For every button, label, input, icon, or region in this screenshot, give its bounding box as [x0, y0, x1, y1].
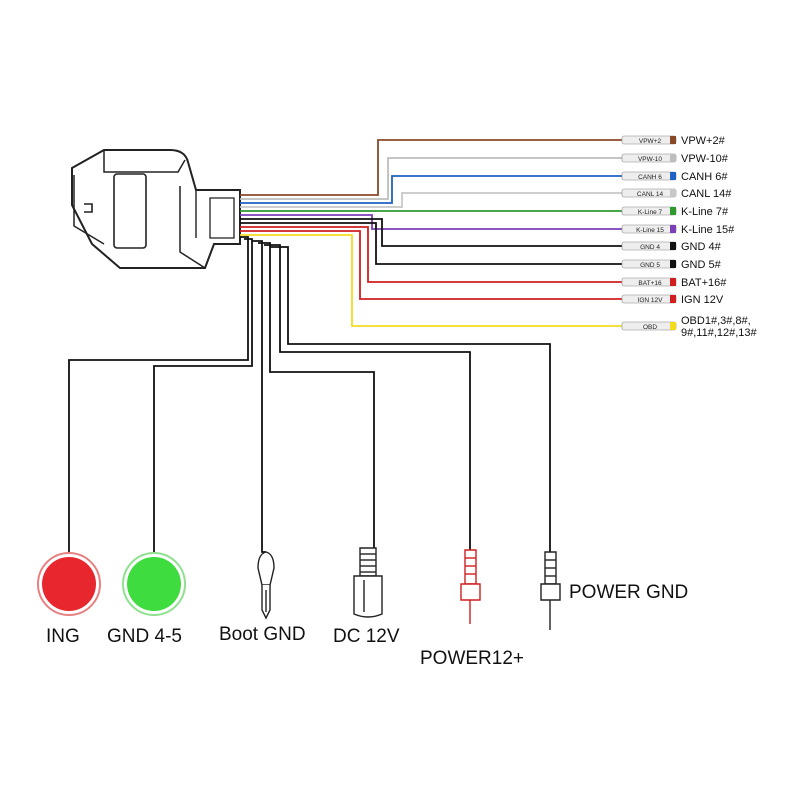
pin-color-band: [670, 242, 676, 250]
pin-row: VPW-10 VPW-10#: [638, 153, 729, 165]
gnd45-label: GND 4-5: [107, 626, 182, 647]
pin-label: GND 4#: [681, 241, 722, 253]
pin-row: CANH 6 CANH 6#: [638, 171, 728, 183]
signal-wire: [240, 139, 622, 196]
pin-label: CANH 6#: [681, 171, 728, 183]
pin-tip-text: VPW+2: [639, 138, 662, 145]
ing-button: [37, 552, 101, 616]
signal-wire: [240, 230, 622, 300]
pin-color-band: [670, 225, 676, 233]
pin-label: BAT+16#: [681, 277, 727, 289]
signal-wire: [240, 222, 622, 265]
pin-tip-text: K-Line 15: [636, 227, 664, 234]
pin-tip-text: IGN 12V: [638, 297, 664, 304]
pin-tip-text: K-Line 7: [638, 209, 663, 216]
red-button-cap: [42, 557, 96, 611]
pin-tip-text: VPW-10: [638, 156, 662, 163]
alligator-clip: [257, 551, 275, 620]
pin-row: K-Line 7 K-Line 7#: [638, 206, 729, 218]
pin-label: CANL 14#: [681, 188, 732, 200]
pin-tip-text: BAT+16: [638, 280, 662, 287]
ing-label: ING: [46, 626, 80, 647]
pin-color-band: [670, 207, 676, 215]
pin-color-band: [670, 295, 676, 303]
pin-tips: VPW+2 VPW+2# VPW-10 VPW-10# CANH 6 CANH …: [621, 135, 758, 339]
signal-wires: [240, 139, 622, 327]
boot-gnd-label: Boot GND: [219, 624, 306, 645]
pin-color-band: [670, 278, 676, 286]
pin-row: CANL 14 CANL 14#: [637, 188, 732, 200]
pin-row: K-Line 15 K-Line 15#: [636, 224, 735, 236]
pin-tip-text: OBD: [643, 324, 657, 331]
bottom-wire: [258, 242, 375, 548]
red-probe: [460, 549, 481, 624]
pin-tip-text: CANH 6: [638, 174, 662, 181]
pin-label: K-Line 7#: [681, 206, 729, 218]
pin-row: GND 4 GND 4#: [640, 241, 722, 253]
bottom-wire: [153, 238, 253, 553]
pin-color-band: [670, 189, 676, 197]
pin-row: BAT+16 BAT+16#: [638, 277, 727, 289]
bottom-wire: [68, 236, 249, 553]
signal-wire: [240, 157, 622, 200]
pin-label: VPW+2#: [681, 135, 726, 147]
pin-label: IGN 12V: [681, 294, 724, 306]
pin-row: IGN 12V IGN 12V: [638, 294, 724, 306]
obd-connector: [71, 149, 241, 269]
black-probe: [540, 551, 561, 630]
signal-wire: [240, 218, 622, 247]
power12-label: POWER12+: [420, 648, 524, 669]
pin-label: K-Line 15#: [681, 224, 735, 236]
pin-color-band: [670, 172, 676, 180]
pin-tip-text: GND 4: [640, 244, 660, 251]
gnd45-button: [122, 552, 186, 616]
pin-row: VPW+2 VPW+2#: [639, 135, 726, 147]
pin-label: GND 5#: [681, 259, 722, 271]
bottom-wire: [264, 244, 471, 550]
signal-wire: [240, 226, 622, 283]
bottom-wire: [252, 240, 266, 553]
pin-color-band: [670, 154, 676, 162]
signal-wire: [240, 175, 622, 204]
pin-color-band: [670, 136, 676, 144]
pin-tip-text: GND 5: [640, 262, 660, 269]
pin-color-band: [670, 322, 676, 330]
bottom-wires: [68, 236, 551, 553]
signal-wire: [240, 234, 622, 327]
pin-row: OBD OBD1#,3#,8#, 9#,11#,12#,13#: [643, 315, 758, 339]
signal-wire: [240, 214, 622, 230]
pin-label-line2: 9#,11#,12#,13#: [681, 327, 758, 339]
pin-color-band: [670, 260, 676, 268]
green-button-cap: [127, 557, 181, 611]
pin-row: GND 5 GND 5#: [640, 259, 722, 271]
pin-label: VPW-10#: [681, 153, 729, 165]
dc12v-label: DC 12V: [333, 626, 400, 647]
bottom-wire: [270, 246, 551, 552]
pin-label: OBD1#,3#,8#,: [681, 315, 751, 327]
power-gnd-label: POWER GND: [569, 582, 688, 603]
pin-tip-text: CANL 14: [637, 191, 664, 198]
signal-wire: [240, 192, 622, 208]
dc-jack: [353, 547, 383, 618]
